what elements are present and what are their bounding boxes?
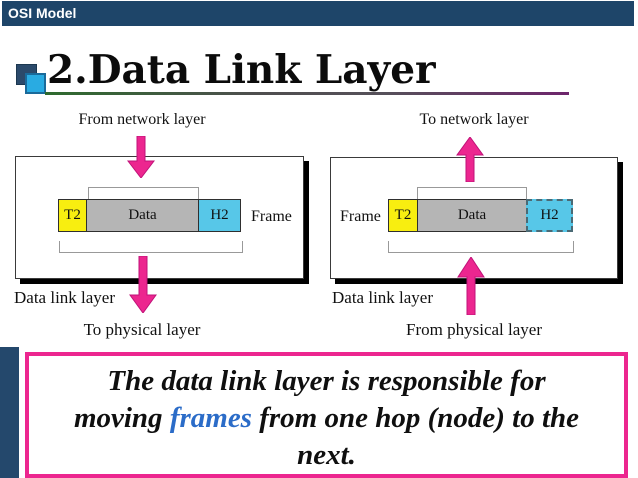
- frame-cell-t2: T2: [58, 199, 87, 232]
- frame-bottom-bracket: [388, 241, 574, 253]
- page-title: 2.Data Link Layer: [47, 47, 436, 93]
- frame-label: Frame: [340, 208, 381, 225]
- data-top-bracket: [88, 187, 199, 200]
- to-physical-layer-label: To physical layer: [83, 320, 201, 339]
- arrow-up-icon: [457, 257, 485, 315]
- caption-text: moving: [73, 402, 170, 434]
- frame-bar: T2 Data H2: [388, 199, 573, 232]
- sidebar-accent-bar: [0, 347, 19, 478]
- data-top-bracket: [417, 187, 527, 200]
- from-network-layer-label: From network layer: [78, 111, 206, 128]
- frame-cell-data: Data: [86, 199, 199, 232]
- from-physical-layer-label: From physical layer: [406, 320, 542, 339]
- header-bar: OSI Model: [2, 1, 634, 26]
- frame-cell-h2: H2: [526, 199, 573, 232]
- title-underline: [45, 92, 569, 95]
- frame-bar: T2 Data H2: [58, 199, 241, 232]
- arrow-down-icon: [127, 136, 155, 178]
- to-network-layer-label: To network layer: [419, 111, 529, 128]
- caption-text: from one hop (node) to the: [251, 402, 580, 434]
- caption-line-1: The data link layer is responsible for: [107, 365, 546, 397]
- arrow-down-icon: [129, 256, 157, 313]
- accent-square-cyan: [25, 73, 46, 94]
- frame-cell-t2: T2: [388, 199, 418, 232]
- frame-cell-data: Data: [417, 199, 527, 232]
- arrow-up-icon: [456, 137, 484, 182]
- frame-bottom-bracket: [59, 241, 243, 253]
- caption-accent-frames: frames: [169, 402, 252, 434]
- header-bar-label: OSI Model: [8, 5, 77, 21]
- caption-line-3: next.: [297, 439, 356, 471]
- caption-line-2: moving frames from one hop (node) to the: [29, 400, 624, 437]
- frame-cell-h2: H2: [198, 199, 241, 232]
- data-link-layer-label: Data link layer: [332, 288, 434, 307]
- caption-box: The data link layer is responsible for m…: [25, 352, 628, 478]
- data-link-layer-label: Data link layer: [14, 288, 116, 307]
- frame-label: Frame: [251, 208, 292, 225]
